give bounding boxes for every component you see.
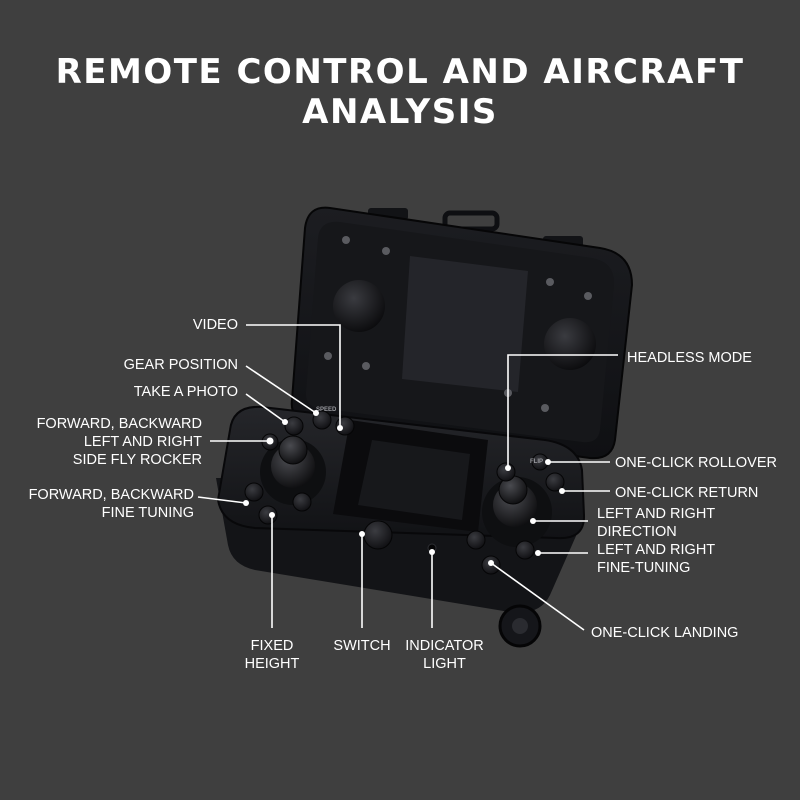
label-headless-mode: HEADLESS MODE [627,350,752,366]
label-video: VIDEO [192,317,238,333]
headless-mode-button[interactable] [496,462,516,482]
label-switch: SWITCH [333,638,391,654]
lr-fine-tune-left-button[interactable] [466,530,486,550]
label-fixed-height: FIXED HEIGHT [244,638,300,672]
lid-foam-pad [402,256,528,392]
label-side-fly-rocker: FORWARD, BACKWARD LEFT AND RIGHT SIDE FL… [36,416,202,468]
photo-leader [245,393,286,423]
fine-tune-forward-button[interactable] [244,482,264,502]
label-one-click-return: ONE-CLICK RETURN [615,485,759,501]
cavity-inner [358,440,470,520]
label-gear-position: GEAR POSITION [123,357,238,373]
title-line-1: REMOTE CONTROL AND AIRCRAFT [55,52,745,92]
flip-marking: FLIP [530,459,543,465]
label-one-click-landing: ONE-CLICK LANDING [591,625,739,641]
lr-fine-tune-right-button[interactable] [515,540,535,560]
label-left-right-fine-tuning: LEFT AND RIGHT FINE-TUNING [597,542,716,576]
fine-tune-side-button[interactable] [292,492,312,512]
callout-dots [243,410,565,566]
label-one-click-rollover: ONE-CLICK ROLLOVER [615,455,777,471]
fine-tuning-leader [197,496,247,504]
title-line-2: ANALYSIS [302,92,498,132]
switch-button[interactable] [363,520,393,550]
photo-button[interactable] [284,416,304,436]
video-leader [246,324,341,428]
label-left-right-direction: LEFT AND RIGHT DIRECTION [597,506,716,540]
rear-wheel-hub [512,618,528,634]
landing-leader [490,562,585,631]
case-lid [290,206,634,460]
lid-right-dome [544,318,596,370]
left-joystick[interactable] [260,435,326,505]
return-button[interactable] [545,472,565,492]
lid-left-dome [333,280,385,332]
label-fine-tuning: FORWARD, BACKWARD FINE TUNING [28,487,194,521]
label-take-a-photo: TAKE A PHOTO [133,384,238,400]
headless-leader [507,354,618,468]
page-title: REMOTE CONTROL AND AIRCRAFT ANALYSIS [0,52,800,132]
speed-marking: SPEED [316,407,337,413]
label-indicator-light: INDICATOR LIGHT [405,638,484,672]
gear-leader [245,365,317,414]
callout-lines [197,324,618,631]
right-joystick[interactable] [482,475,552,547]
lid-screws [324,236,592,412]
